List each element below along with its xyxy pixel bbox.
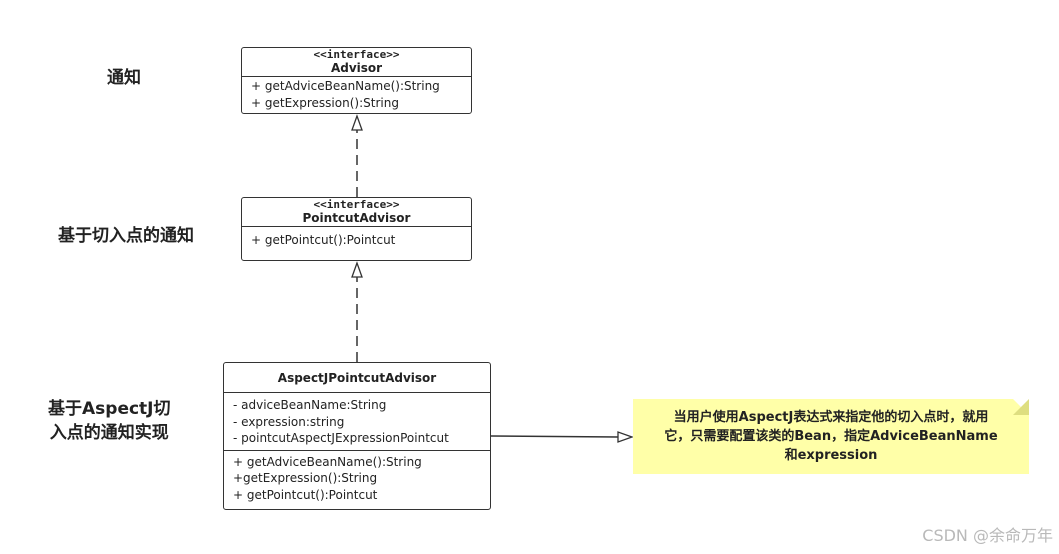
aspectj-method: + getAdviceBeanName():String [233, 454, 422, 469]
label-aspectj-advisor: 基于AspectJ切 入点的通知实现 [48, 397, 171, 445]
note-arrowhead [617, 431, 634, 443]
pointcut-advisor-header: <<interface>> PointcutAdvisor [242, 198, 471, 227]
note-text: 当用户使用AspectJ表达式来指定他的切入点时，就用 它，只需要配置该类的Be… [664, 408, 997, 465]
aspectj-field: - adviceBeanName:String [233, 398, 387, 412]
advisor-interface-box[interactable]: <<interface>> Advisor + getAdviceBeanNam… [241, 47, 472, 114]
advisor-methods: + getAdviceBeanName():String + getExpres… [242, 77, 471, 113]
aspectj-header: AspectJPointcutAdvisor [224, 363, 490, 393]
aspectj-method: +getExpression():String [233, 471, 378, 485]
aspectj-field: - expression:string [233, 414, 345, 429]
advisor-method: + getExpression():String [251, 95, 399, 110]
advisor-stereotype: <<interface>> [313, 48, 400, 61]
aspectj-fields: - adviceBeanName:String - expression:str… [224, 393, 490, 450]
label-pointcut-advisor: 基于切入点的通知 [58, 226, 194, 246]
pointcut-advisor-method: + getPointcut():Pointcut [251, 233, 396, 247]
label-aspectj-line2: 入点的通知实现 [49, 423, 169, 443]
note-fold-corner [1013, 399, 1029, 415]
note-association-line [490, 435, 619, 438]
pointcut-advisor-stereotype: <<interface>> [313, 198, 400, 211]
label-advisor: 通知 [107, 68, 141, 88]
realization-arrowhead-advisor [351, 114, 363, 131]
pointcut-advisor-class-name: PointcutAdvisor [302, 211, 411, 225]
advisor-class-name: Advisor [330, 61, 383, 75]
watermark: CSDN @余命万年 [922, 526, 1053, 545]
advisor-method: + getAdviceBeanName():String [251, 79, 440, 93]
note-box[interactable]: 当用户使用AspectJ表达式来指定他的切入点时，就用 它，只需要配置该类的Be… [633, 399, 1029, 474]
aspectj-methods: + getAdviceBeanName():String +getExpress… [224, 449, 490, 506]
label-aspectj-line1: 基于AspectJ切 [48, 399, 171, 419]
note-line: 当用户使用AspectJ表达式来指定他的切入点时，就用 [673, 410, 989, 425]
aspectj-field: - pointcutAspectJExpressionPointcut [233, 431, 449, 445]
note-line: 和expression [784, 448, 878, 463]
realization-arrowhead-pointcut [351, 261, 363, 278]
pointcut-advisor-interface-box[interactable]: <<interface>> PointcutAdvisor + getPoint… [241, 197, 472, 261]
aspectj-method: + getPointcut():Pointcut [233, 487, 378, 502]
advisor-header: <<interface>> Advisor [242, 48, 471, 77]
note-line: 它，只需要配置该类的Bean，指定AdviceBeanName [664, 429, 998, 444]
aspectj-class-name: AspectJPointcutAdvisor [277, 371, 437, 385]
pointcut-advisor-methods: + getPointcut():Pointcut [242, 227, 471, 251]
aspectj-pointcut-advisor-class-box[interactable]: AspectJPointcutAdvisor - adviceBeanName:… [223, 362, 491, 510]
